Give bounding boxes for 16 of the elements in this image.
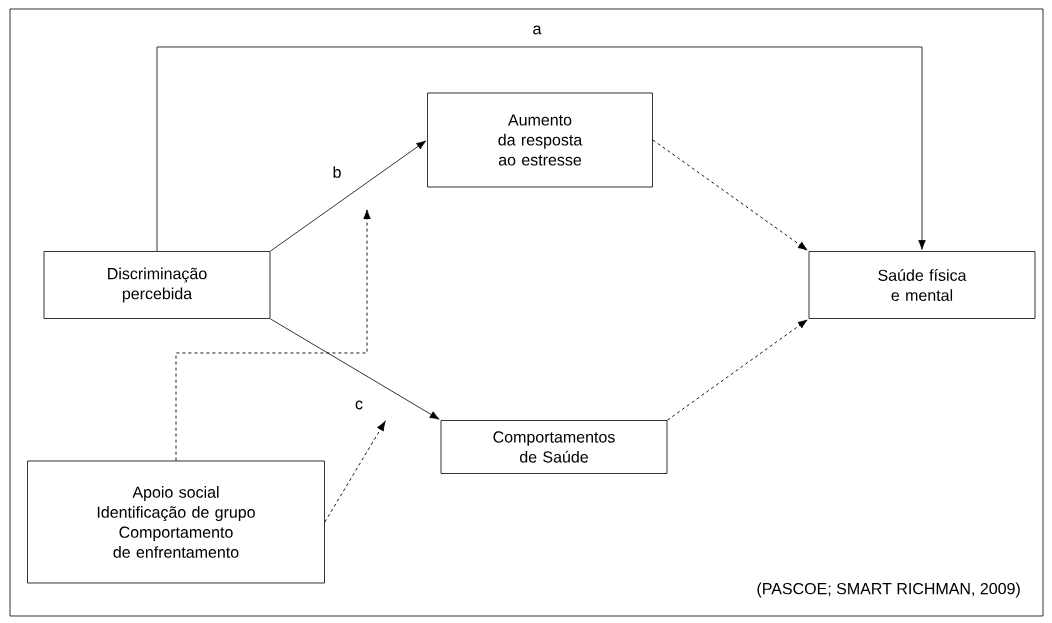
- edge-label: c: [354, 399, 364, 411]
- text-box: Aumento da resposta ao estresse: [427, 92, 653, 188]
- text-box: Apoio social Identificação de grupo Comportamento de enfrentamento: [27, 460, 325, 584]
- edge-label: a: [531, 24, 543, 36]
- arrow: [156, 46, 926, 252]
- arrow: [270, 140, 427, 252]
- text-box: Comportamentos de Saúde: [440, 420, 668, 474]
- arrow: [270, 318, 440, 420]
- arrow: [324, 421, 386, 523]
- arrow: [666, 319, 808, 421]
- text-box: Saúde física e mental: [808, 251, 1036, 319]
- arrow: [175, 209, 371, 462]
- citation: (PASCOE; SMART RICHMAN, 2009): [757, 582, 1020, 598]
- text-box: Discriminação percebida: [43, 251, 271, 319]
- arrow: [652, 139, 808, 251]
- edge-label: b: [331, 165, 343, 179]
